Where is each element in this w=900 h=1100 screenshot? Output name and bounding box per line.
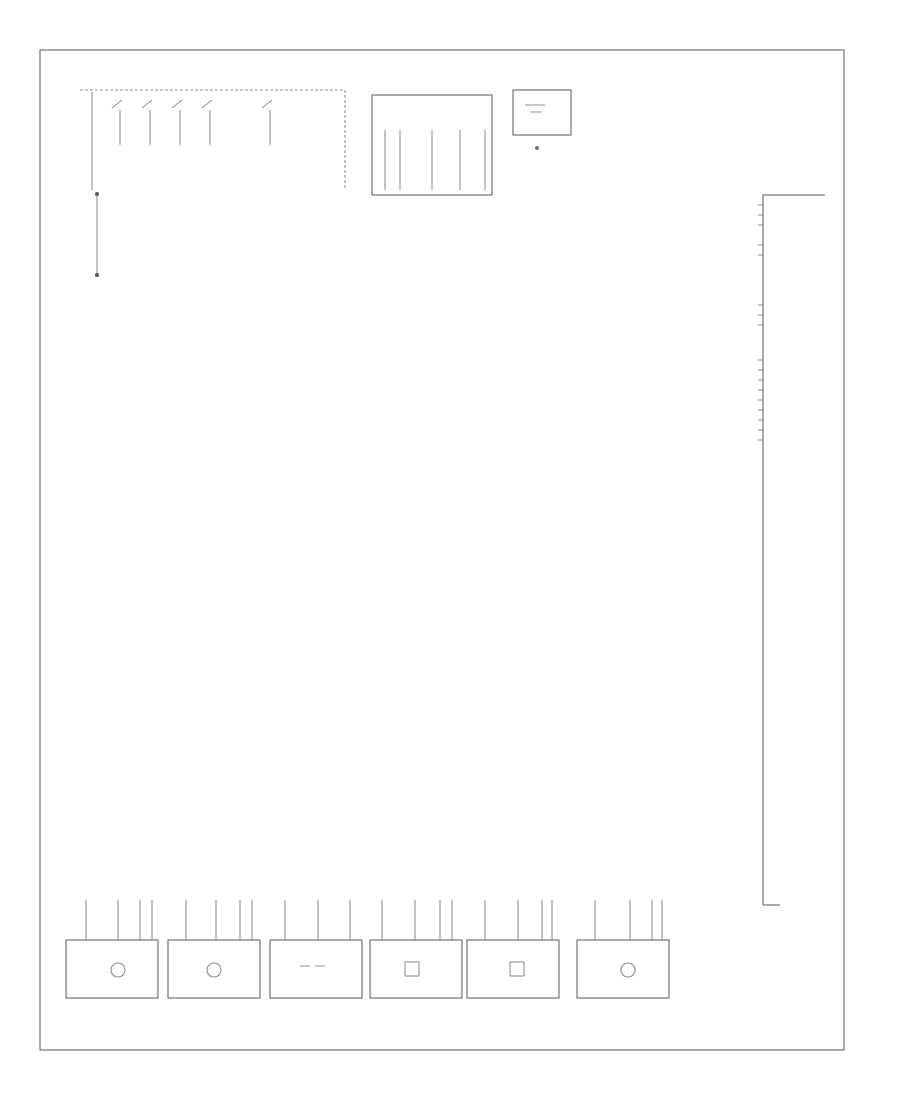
control-module-right	[758, 194, 825, 906]
wire-harness	[70, 155, 740, 900]
motor-icon	[110, 962, 126, 978]
bottom-component-5	[466, 900, 560, 999]
bottom-component-2	[167, 900, 261, 999]
bottom-component-1	[65, 900, 159, 999]
relay-box-top-left	[80, 89, 346, 277]
diagram-frame	[39, 49, 845, 1051]
sensor-icon	[206, 962, 222, 978]
bottom-component-4	[369, 900, 463, 999]
sensor-top-right	[512, 89, 572, 150]
bottom-component-6	[576, 900, 670, 999]
bottom-component-3	[269, 900, 363, 999]
module-top-center	[371, 94, 493, 196]
